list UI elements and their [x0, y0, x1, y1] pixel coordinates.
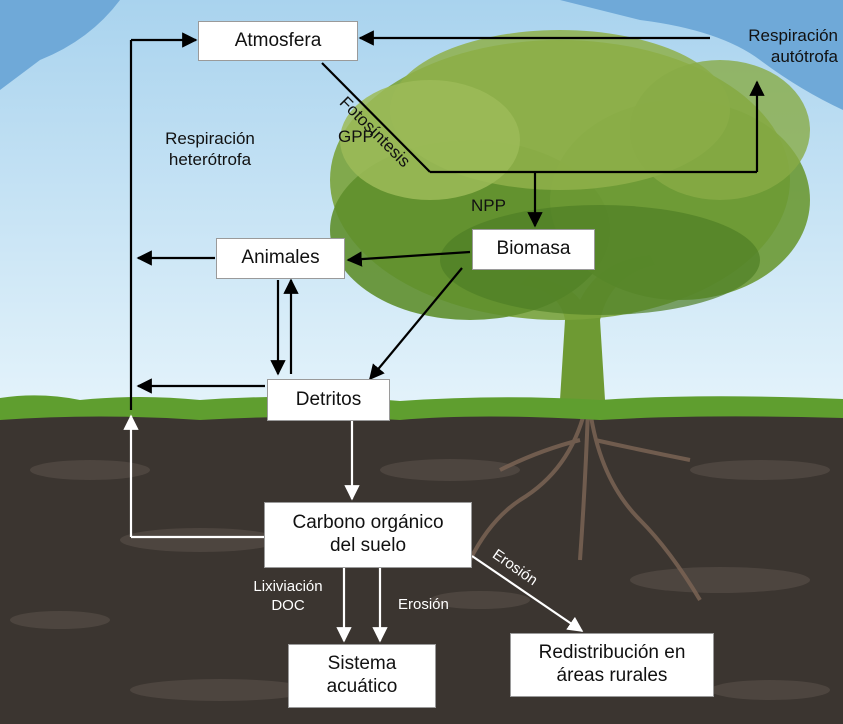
- label-resp-heterotrofa-line1: Respiración: [140, 128, 280, 149]
- label-resp-heterotrofa: Respiración heterótrofa: [140, 128, 280, 171]
- label-lixiviacion: Lixiviación DOC: [238, 578, 338, 616]
- label-resp-autotrofa: Respiración autótrofa: [714, 25, 838, 68]
- label-lixiviacion-line1: Lixiviación: [238, 578, 338, 597]
- label-erosion-down: Erosión: [398, 596, 449, 615]
- node-redistribucion-line1: Redistribución en: [539, 642, 686, 665]
- label-gpp: GPP: [338, 126, 374, 147]
- node-atmosfera: Atmosfera: [198, 21, 358, 61]
- node-carbono-line2: del suelo: [330, 535, 406, 558]
- node-sistema-line2: acuático: [327, 676, 398, 699]
- label-resp-autotrofa-line1: Respiración: [714, 25, 838, 46]
- node-sistema-line1: Sistema: [328, 653, 397, 676]
- label-lixiviacion-line2: DOC: [238, 597, 338, 616]
- label-npp: NPP: [471, 195, 506, 216]
- node-animales: Animales: [216, 238, 345, 279]
- node-sistema-acuatico: Sistema acuático: [288, 644, 436, 708]
- node-carbono-line1: Carbono orgánico: [292, 512, 443, 535]
- label-resp-heterotrofa-line2: heterótrofa: [140, 149, 280, 170]
- label-resp-autotrofa-line2: autótrofa: [714, 46, 838, 67]
- node-redistribucion-line2: áreas rurales: [557, 665, 668, 688]
- node-carbono-organico: Carbono orgánico del suelo: [264, 502, 472, 568]
- node-biomasa: Biomasa: [472, 229, 595, 270]
- node-detritos: Detritos: [267, 379, 390, 421]
- node-redistribucion: Redistribución en áreas rurales: [510, 633, 714, 697]
